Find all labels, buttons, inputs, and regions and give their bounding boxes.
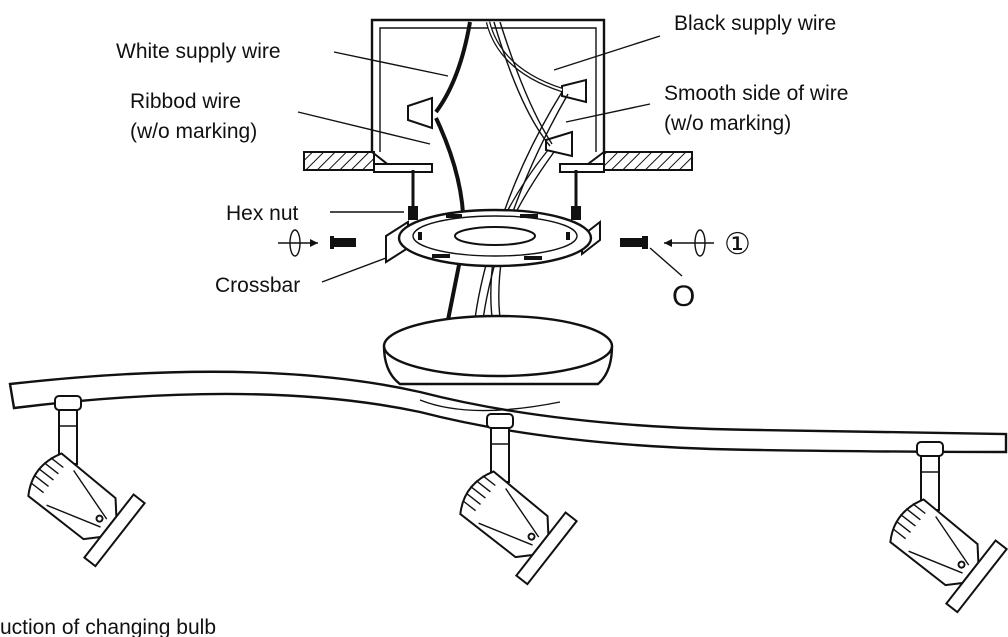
hex-nut-left xyxy=(408,206,418,220)
label-smooth-side-line2: (w/o marking) xyxy=(664,112,791,135)
spotlight-left xyxy=(11,395,146,568)
label-white-supply-wire: White supply wire xyxy=(116,40,281,63)
wire-nut-left xyxy=(407,96,433,130)
label-o-marker: O xyxy=(672,280,695,313)
leader-o xyxy=(649,247,683,277)
label-ribbed-wire-line1: Ribbod wire xyxy=(130,90,241,113)
supply-wires xyxy=(434,21,563,147)
spotlight-center xyxy=(443,413,578,586)
label-crossbar: Crossbar xyxy=(215,274,300,297)
leader-ribbed-wire xyxy=(297,111,431,145)
leader-white-wire xyxy=(333,51,449,77)
spotlight-right xyxy=(873,441,1008,614)
leader-crossbar xyxy=(321,257,387,283)
label-hex-nut: Hex nut xyxy=(226,202,299,225)
rotation-arrow-left xyxy=(278,229,318,257)
leader-black-wire xyxy=(553,35,661,71)
caption: uction of changing bulb xyxy=(0,616,216,637)
rotation-arrow-right xyxy=(664,229,714,257)
fixture-bar xyxy=(8,370,1008,454)
wire-nut-right-bottom xyxy=(545,130,573,158)
screw-left xyxy=(330,236,356,249)
crossbar xyxy=(385,208,601,268)
hex-nut-right xyxy=(571,206,581,220)
label-ribbed-wire-line2: (w/o marking) xyxy=(130,120,257,143)
label-black-supply-wire: Black supply wire xyxy=(674,12,836,35)
canopy xyxy=(382,314,614,386)
label-smooth-side-line1: Smooth side of wire xyxy=(664,82,848,105)
ceiling xyxy=(303,151,693,173)
label-step-marker: ① xyxy=(724,228,751,261)
leader-smooth-side xyxy=(565,103,651,123)
screw-right xyxy=(620,236,648,249)
